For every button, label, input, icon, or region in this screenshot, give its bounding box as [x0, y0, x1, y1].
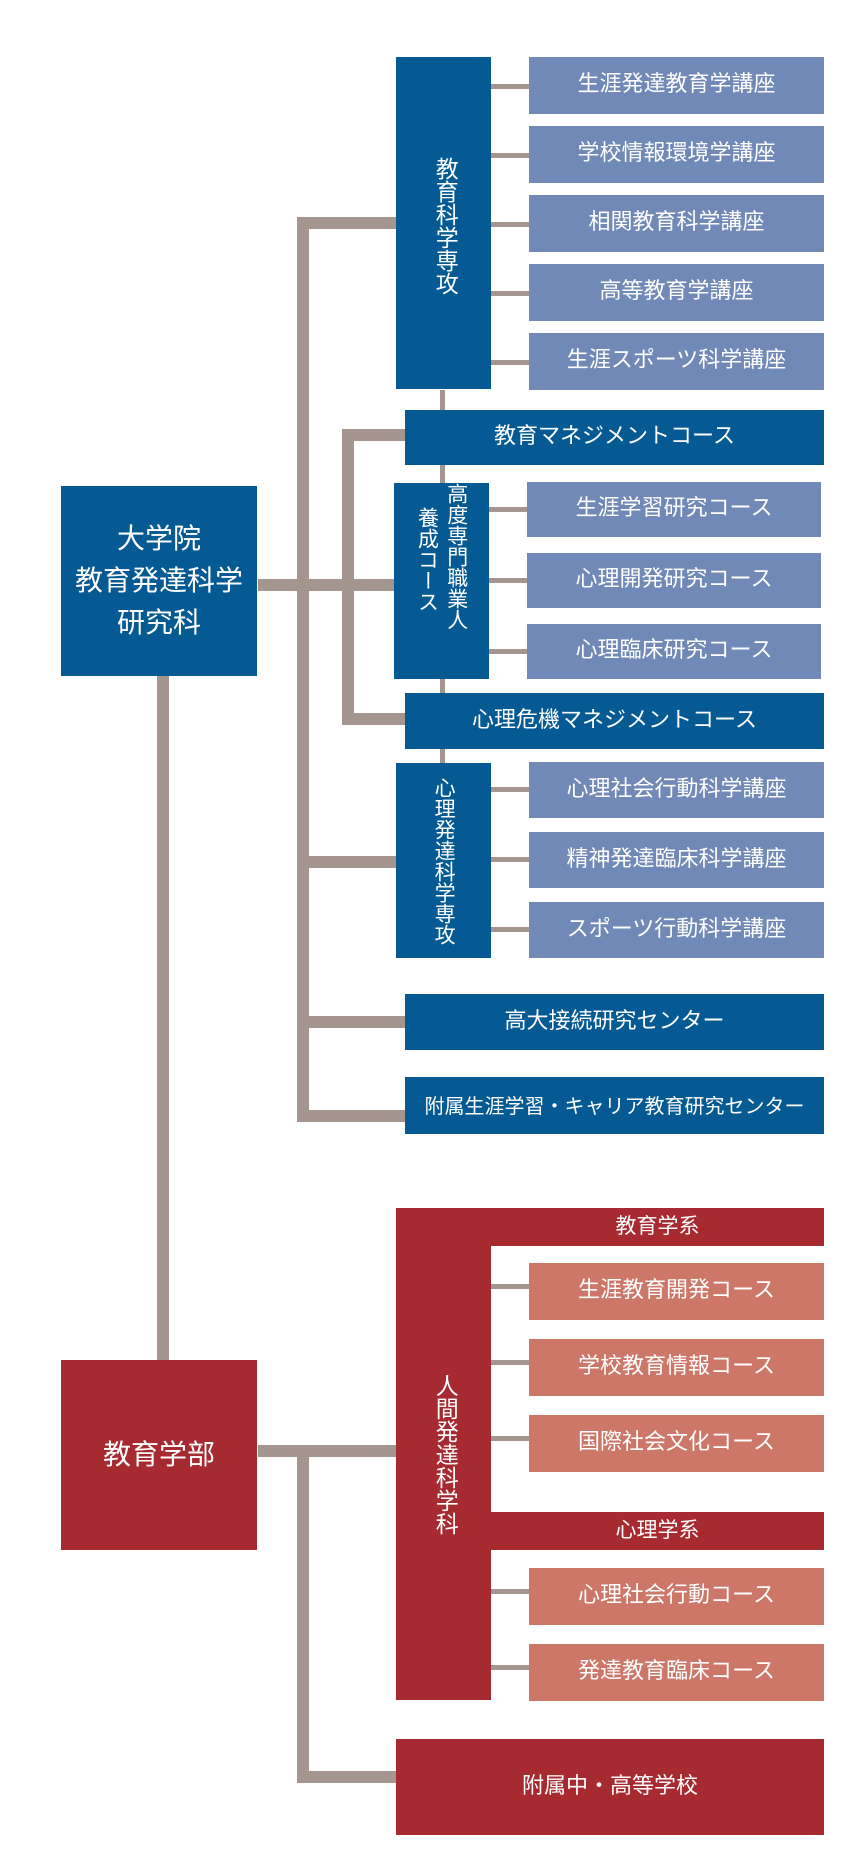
education-series-header: 教育学系 — [491, 1208, 824, 1246]
connector-tick — [491, 1360, 531, 1365]
connector-tick — [491, 927, 531, 932]
course-box[interactable]: 生涯教育開発コース — [529, 1263, 824, 1320]
connector-tick — [487, 649, 527, 654]
connector-faculty-trunk — [297, 1445, 309, 1783]
connector-tick — [491, 1665, 531, 1670]
course-box[interactable]: 生涯スポーツ科学講座 — [529, 333, 824, 390]
psych-dev-major-box[interactable]: 心理発達科学専攻 — [396, 763, 491, 958]
connector-branch-crisis — [342, 713, 407, 725]
connector-branch-management — [342, 429, 407, 441]
graduate-title-line: 教育発達科学 — [74, 564, 243, 597]
career-center-box[interactable]: 附属生涯学習・キャリア教育研究センター — [405, 1077, 824, 1134]
connector-branch-professional — [314, 579, 396, 591]
course-box[interactable]: 学校教育情報コース — [529, 1339, 824, 1396]
connector-faculty-stub — [258, 1445, 399, 1457]
course-box[interactable]: 心理社会行動科学講座 — [529, 762, 824, 818]
attached-school-box[interactable]: 附属中・高等学校 — [396, 1739, 824, 1835]
edu-management-course-box[interactable]: 教育マネジメントコース — [405, 410, 824, 465]
course-box[interactable]: 高等教育学講座 — [529, 264, 824, 321]
connector-tick — [487, 507, 527, 512]
course-box[interactable]: 心理臨床研究コース — [527, 624, 821, 679]
professional-label-col2: 養成コース — [415, 507, 440, 612]
course-box[interactable]: 相関教育科学講座 — [529, 195, 824, 252]
connector-grad-to-faculty — [157, 676, 169, 1366]
course-box[interactable]: 発達教育臨床コース — [529, 1644, 824, 1701]
professional-label-col1: 高度専門職業人 — [444, 483, 469, 630]
connector-tick — [487, 578, 527, 583]
connector-grad-trunk — [297, 217, 309, 1122]
connector-branch-edu-science — [297, 217, 399, 229]
connector-tick — [491, 1284, 531, 1289]
graduate-school-box[interactable]: 大学院 教育発達科学 研究科 — [61, 486, 257, 676]
course-box[interactable]: 精神発達臨床科学講座 — [529, 832, 824, 888]
psychology-series-header: 心理学系 — [491, 1512, 824, 1550]
connector-tick — [491, 787, 531, 792]
course-box[interactable]: 心理社会行動コース — [529, 1568, 824, 1625]
connector-tick — [491, 84, 531, 89]
professional-course-box[interactable]: 高度専門職業人 養成コース — [394, 483, 489, 679]
connector-tick — [491, 1436, 531, 1441]
course-box[interactable]: 学校情報環境学講座 — [529, 126, 824, 183]
connector-branch-center2 — [297, 1110, 407, 1122]
connector-branch-attached-school — [297, 1771, 399, 1783]
course-box[interactable]: 心理開発研究コース — [527, 553, 821, 608]
course-box[interactable]: 生涯発達教育学講座 — [529, 57, 824, 114]
connector-branch-center1 — [297, 1016, 407, 1028]
connector-tick — [491, 222, 531, 227]
graduate-title-line: 大学院 — [116, 522, 201, 555]
graduate-title-line: 研究科 — [116, 606, 201, 639]
connector-tick — [491, 153, 531, 158]
highschool-univ-center-box[interactable]: 高大接続研究センター — [405, 994, 824, 1050]
course-box[interactable]: スポーツ行動科学講座 — [529, 902, 824, 958]
connector-tick — [491, 291, 531, 296]
connector-inner-trunk — [342, 429, 354, 725]
faculty-box[interactable]: 教育学部 — [61, 1360, 257, 1550]
connector-tick — [491, 857, 531, 862]
human-dev-dept-box[interactable]: 人間発達科学科 — [396, 1208, 491, 1700]
connector-branch-psych-dev — [297, 856, 399, 868]
course-box[interactable]: 国際社会文化コース — [529, 1415, 824, 1472]
crisis-management-course-box[interactable]: 心理危機マネジメントコース — [405, 693, 824, 749]
connector-tick — [491, 360, 531, 365]
course-box[interactable]: 生涯学習研究コース — [527, 482, 821, 537]
edu-science-major-box[interactable]: 教育科学専攻 — [396, 57, 491, 389]
connector-tick — [491, 1589, 531, 1594]
